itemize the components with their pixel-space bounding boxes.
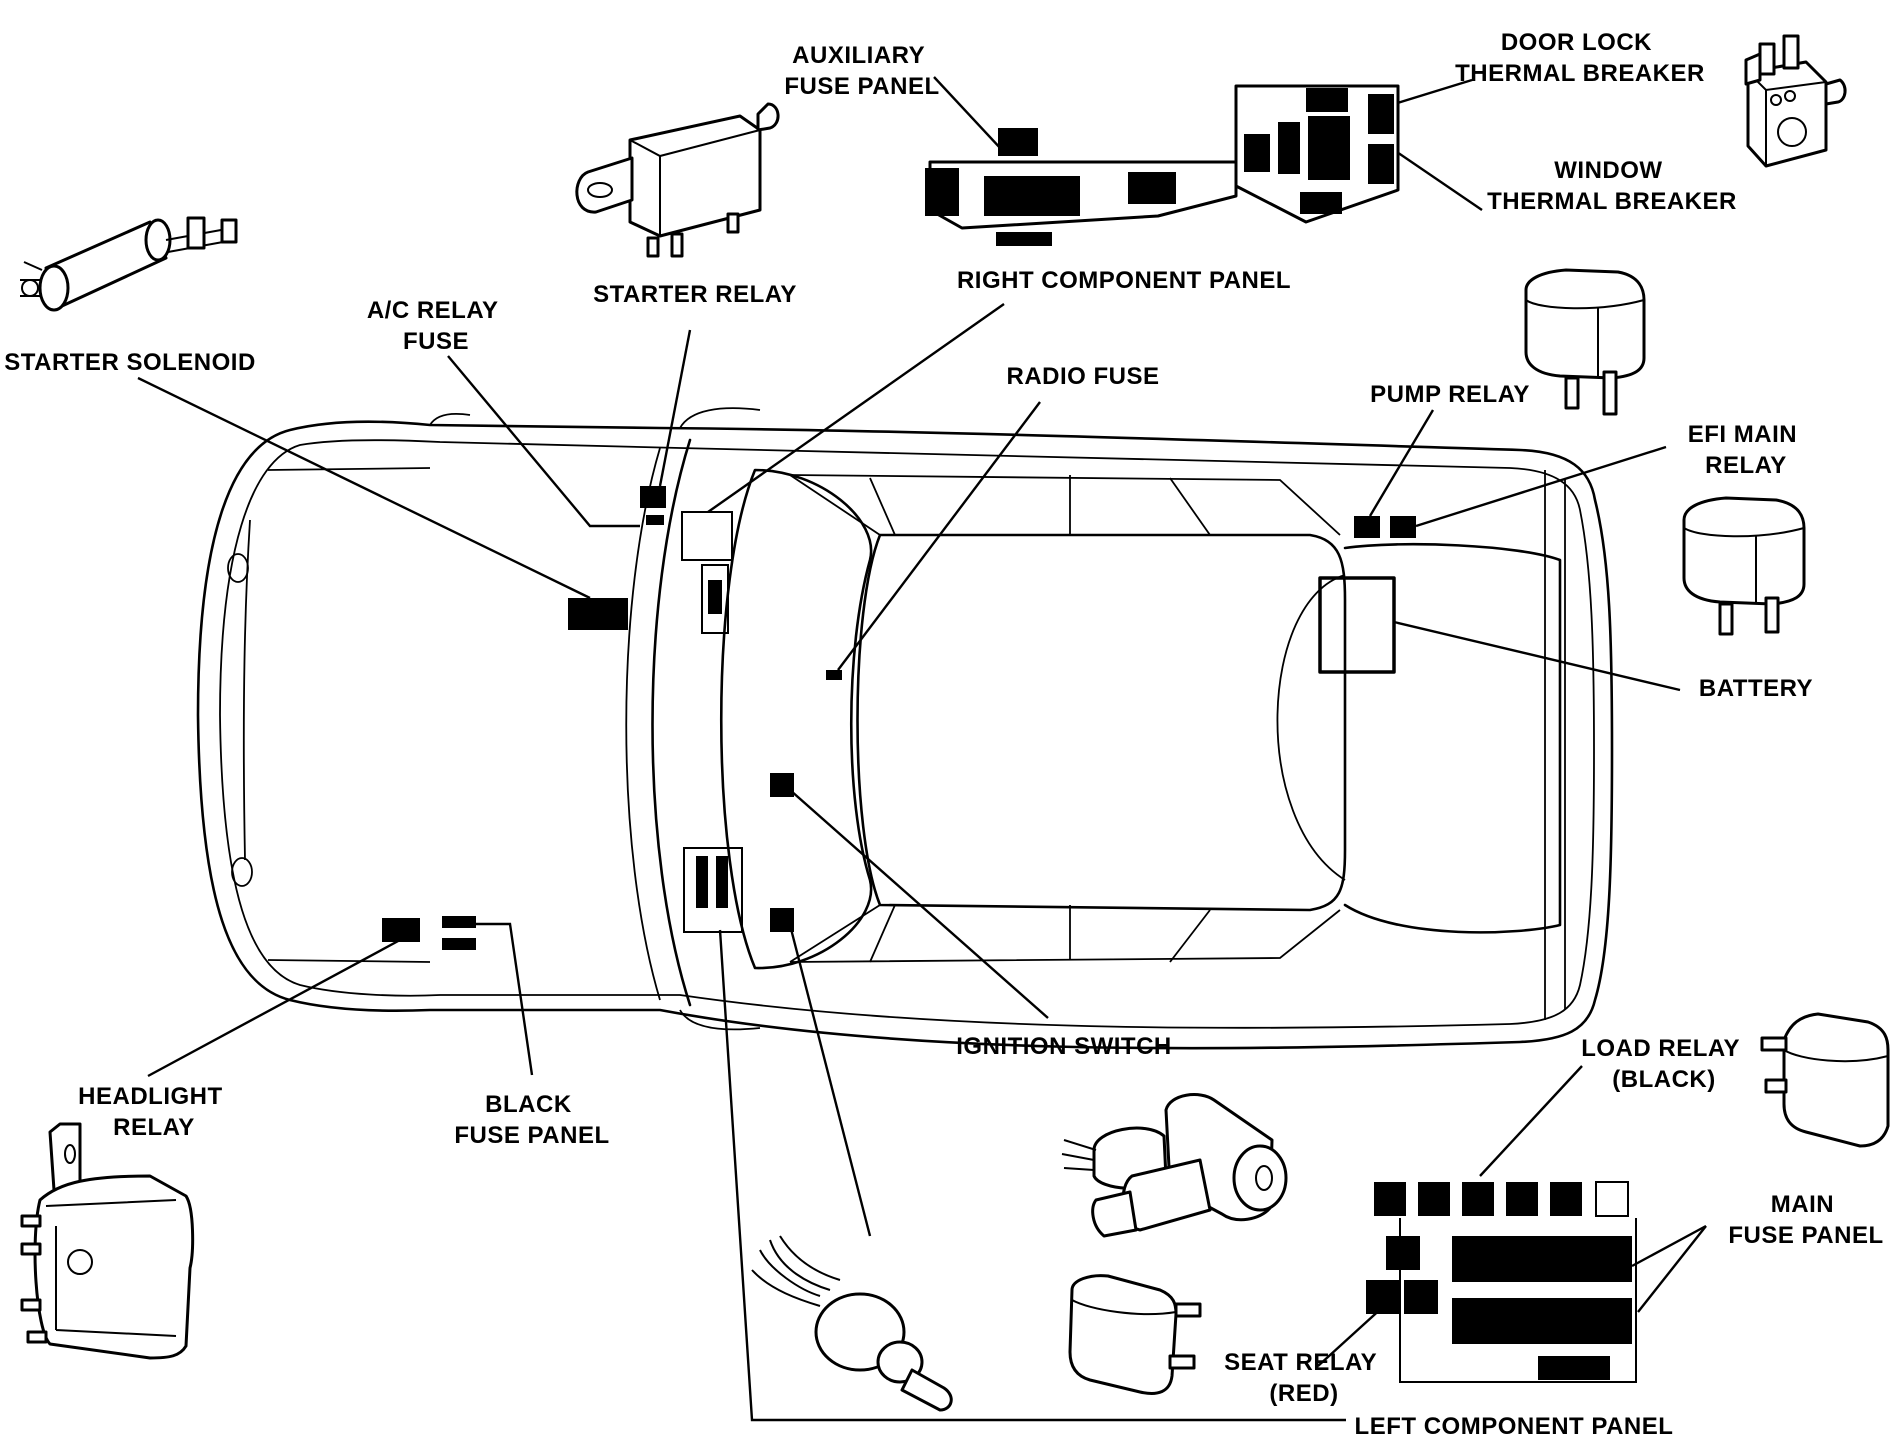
efi-main-relay-label: EFI MAIN RELAY	[1688, 421, 1805, 479]
door-lock-thermal-breaker-label: DOOR LOCK THERMAL BREAKER	[1455, 29, 1705, 87]
ac-relay-fuse-marker	[646, 515, 664, 525]
pump-relay-illustration	[1524, 268, 1646, 416]
right-panel-strip-marker	[701, 564, 729, 634]
window-thermal-breaker-label: WINDOW THERMAL BREAKER	[1487, 157, 1737, 215]
door-lock-thermal-breaker-illustration	[1744, 34, 1847, 168]
pump-relay-marker	[1354, 516, 1380, 538]
main-fuse-panel-drawing	[1366, 1181, 1637, 1383]
right-component-panel-marker	[681, 511, 733, 561]
headlight-relay-marker	[382, 918, 420, 942]
left-component-switch-illustration	[751, 1235, 953, 1412]
radio-fuse-marker	[826, 670, 842, 680]
radio-fuse-label: RADIO FUSE	[1006, 363, 1159, 390]
headlight-relay-label: HEADLIGHT RELAY	[78, 1083, 230, 1141]
auxiliary-fuse-panel-drawing	[925, 128, 1238, 246]
battery-label: BATTERY	[1699, 675, 1813, 702]
battery-marker	[1318, 576, 1396, 674]
left-component-panel-label: LEFT COMPONENT PANEL	[1355, 1413, 1674, 1440]
starter-solenoid-marker	[568, 598, 628, 630]
ignition-switch-label: IGNITION SWITCH	[956, 1033, 1171, 1060]
efi-main-relay-marker	[1390, 516, 1416, 538]
pump-relay-label: PUMP RELAY	[1370, 381, 1530, 408]
right-component-panel-label: RIGHT COMPONENT PANEL	[957, 267, 1291, 294]
seat-relay-label: SEAT RELAY (RED)	[1224, 1349, 1384, 1407]
ignition-switch-illustration	[1061, 1093, 1288, 1238]
black-fuse-panel-label: BLACK FUSE PANEL	[454, 1091, 609, 1149]
load-relay-illustration	[1760, 1012, 1890, 1148]
starter-solenoid-illustration	[20, 216, 238, 312]
headlight-relay-illustration	[20, 1122, 195, 1360]
starter-relay-label: STARTER RELAY	[593, 281, 797, 308]
car-body-outline	[196, 407, 1614, 1050]
main-fuse-panel-label: MAIN FUSE PANEL	[1728, 1191, 1883, 1249]
seat-relay-illustration	[1068, 1274, 1202, 1395]
auxiliary-fuse-panel-label: AUXILIARY FUSE PANEL	[784, 42, 939, 100]
starter-relay-illustration	[575, 102, 780, 258]
left-component-panel-marker	[683, 847, 743, 933]
starter-relay-marker	[640, 486, 666, 508]
efi-main-relay-illustration	[1682, 496, 1806, 636]
ac-relay-fuse-label: A/C RELAY FUSE	[367, 297, 505, 355]
right-component-panel-drawing	[1234, 84, 1400, 224]
car-markers	[382, 486, 1416, 950]
black-fuse-panel-marker	[442, 916, 476, 928]
load-relay-label: LOAD RELAY (BLACK)	[1581, 1035, 1747, 1093]
ignition-switch-marker	[770, 773, 794, 797]
starter-solenoid-label: STARTER SOLENOID	[4, 349, 256, 376]
leader-lines	[137, 76, 1707, 1422]
diagram-labels: AUXILIARY FUSE PANEL DOOR LOCK THERMAL B…	[4, 29, 1883, 1440]
